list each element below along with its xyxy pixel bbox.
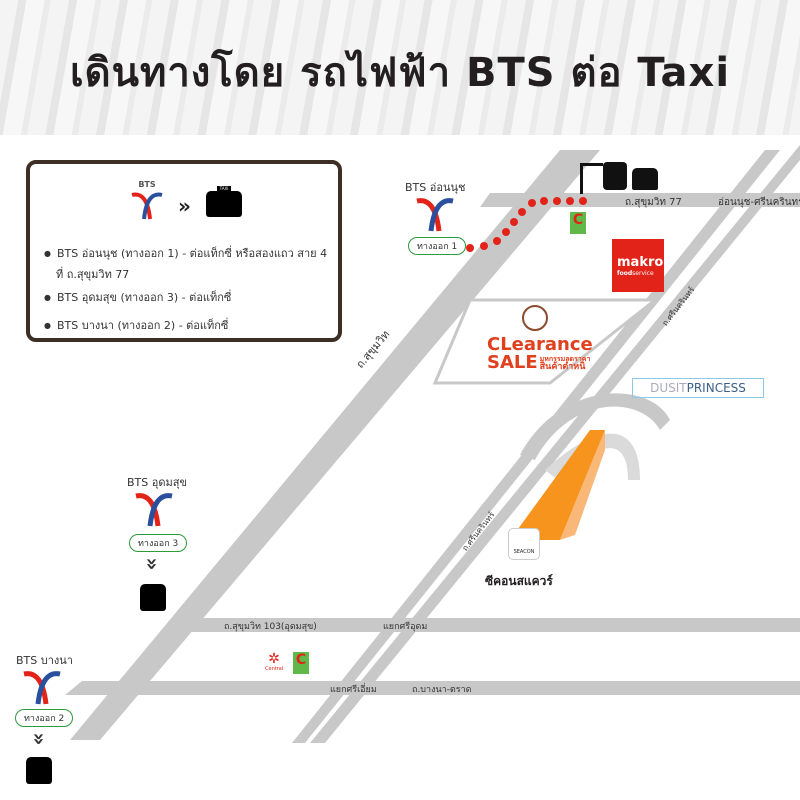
station-bangna-label: BTS บางนา xyxy=(16,654,73,667)
road-label-onnut-srinakarin: อ่อนนุช-ศรีนครินทร์ xyxy=(718,197,800,208)
road-label-bangna-trad: ถ.บางนา-ตราด xyxy=(412,685,472,695)
station-onnut-label: BTS อ่อนนุช xyxy=(405,181,466,194)
road-sukhumvit xyxy=(70,150,600,740)
info-item-3: BTS บางนา (ทางออก 2) - ต่อแท็กซี่ xyxy=(44,316,228,334)
road-soi103 xyxy=(185,618,800,632)
clearance-sale-logo: CLearance SALE มหกรรมลดราคาสินค้าตำหนิ xyxy=(487,334,593,373)
header-banner xyxy=(0,0,800,135)
station-udomsuk-label: BTS อุดมสุข xyxy=(127,476,187,489)
exit-2-badge: ทางออก 2 xyxy=(15,709,74,727)
page-title: เดินทางโดย รถไฟฟ้า BTS ต่อ Taxi xyxy=(69,50,731,96)
bigc-logo-icon: C xyxy=(570,212,586,234)
road-srinakarin-b xyxy=(310,145,800,743)
taxi-icon xyxy=(632,168,658,190)
bts-logo-icon xyxy=(23,671,61,705)
road-label-soi77: ถ.สุขุมวิท 77 xyxy=(625,197,682,208)
central-logo: ✲Central xyxy=(265,651,284,672)
road-loop xyxy=(520,393,670,460)
seacon-building-side xyxy=(560,430,605,540)
clearance-emblem-icon xyxy=(522,305,548,331)
info-item-1: BTS อ่อนนุช (ทางออก 1) - ต่อแท็กซี่ หรือ… xyxy=(44,244,327,262)
exit-1-badge: ทางออก 1 xyxy=(408,237,467,255)
bus-stop-icon xyxy=(580,163,603,194)
seacon-square-label: ซีคอนสแควร์ xyxy=(485,574,553,588)
bus-icon xyxy=(603,162,627,190)
taxi-icon: TAXI xyxy=(206,186,242,220)
route-dots xyxy=(466,197,587,252)
bts-logo: BTS xyxy=(130,180,164,225)
road-label-soi103: ถ.สุขุมวิท 103(อุดมสุข) xyxy=(224,622,317,632)
seacon-logo: SEACON xyxy=(508,528,540,560)
road-label-sri-iam: แยกศรีเอี่ยม xyxy=(330,685,377,695)
chevron-down-icon: » xyxy=(27,732,52,746)
dusit-princess-logo: DUSITPRINCESS xyxy=(632,378,764,398)
bts-logo-icon xyxy=(135,493,173,527)
seacon-building xyxy=(510,430,605,540)
bts-logo-icon xyxy=(131,192,163,220)
taxi-icon xyxy=(140,584,166,611)
makro-logo: makro foodservice xyxy=(612,239,664,292)
road-label-sri-udom: แยกศรีอุดม xyxy=(383,622,428,632)
bigc-logo-icon: C xyxy=(293,652,309,674)
taxi-icon xyxy=(26,757,52,784)
info-box: BTS » TAXI BTS อ่อนนุช (ทางออก 1) - ต่อแ… xyxy=(26,160,342,342)
chevron-down-icon: » xyxy=(140,557,165,571)
road-bangna-trad xyxy=(65,681,800,695)
exit-3-badge: ทางออก 3 xyxy=(129,534,188,552)
arrow-icon: » xyxy=(178,194,191,218)
clearance-lot xyxy=(432,298,660,385)
info-item-1-cont: ที่ ถ.สุขุมวิท 77 xyxy=(56,268,130,281)
bts-logo-icon xyxy=(416,198,454,232)
info-item-2: BTS อุดมสุข (ทางออก 3) - ต่อแท็กซี่ xyxy=(44,288,231,306)
